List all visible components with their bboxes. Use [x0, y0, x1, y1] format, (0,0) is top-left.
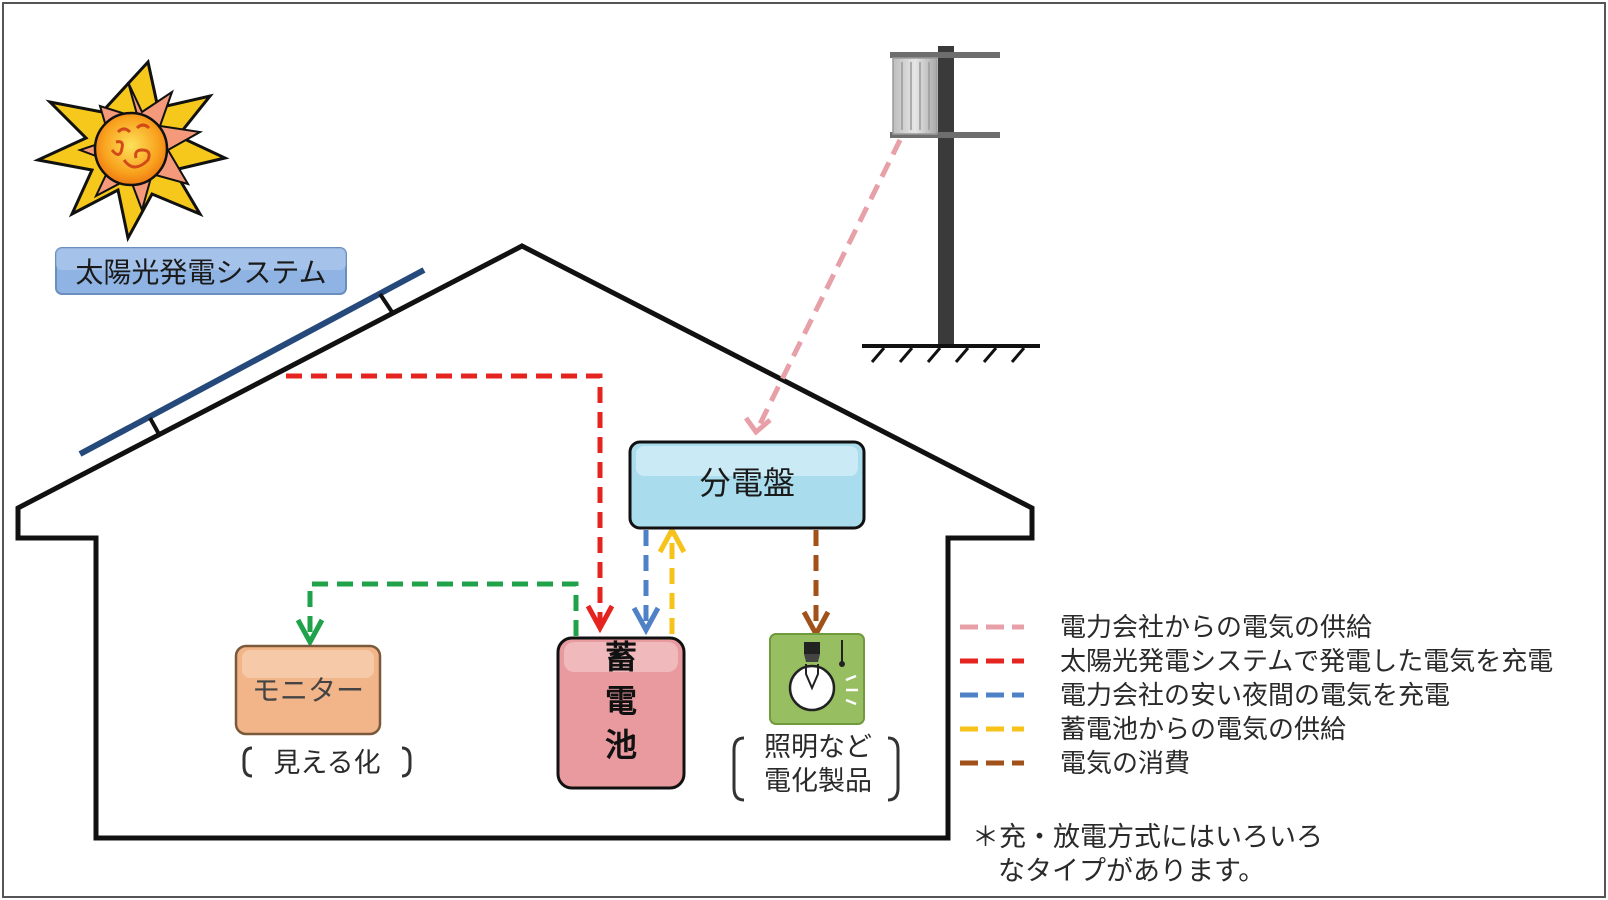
utility-pole-icon	[862, 46, 1040, 363]
roof-solar-panel-icon	[78, 267, 426, 457]
legend-item: 電気の消費	[960, 749, 1190, 779]
sun-icon	[33, 58, 230, 243]
footnote-line1: ＊充・放電方式にはいろいろ	[972, 822, 1323, 853]
legend-label: 電力会社からの電気の供給	[1060, 613, 1372, 643]
appliance-caption-group: 照明など 電化製品	[732, 732, 900, 802]
light-bulb-icon	[788, 640, 858, 712]
monitor-box: モニター	[234, 644, 382, 736]
footnote-line2: なタイプがあります。	[998, 856, 1265, 887]
battery-box: 蓄 電 池	[556, 636, 686, 790]
appliance-caption-line1: 照明など	[764, 732, 872, 763]
legend: 電力会社からの電気の供給 太陽光発電システムで発電した電気を充電 電力会社の安い…	[960, 613, 1553, 779]
house-outline	[15, 243, 1035, 841]
legend-item: 蓄電池からの電気の供給	[960, 715, 1346, 745]
panel-board-box: 分電盤	[628, 440, 866, 530]
legend-label: 太陽光発電システムで発電した電気を充電	[1060, 647, 1553, 677]
legend-label: 電気の消費	[1060, 749, 1190, 779]
solar-system-label: 太陽光発電システム	[75, 256, 326, 289]
battery-label-char-2: 電	[605, 682, 637, 720]
footnote: ＊充・放電方式にはいろいろ なタイプがあります。	[972, 822, 1323, 887]
battery-label-char-1: 蓄	[605, 638, 637, 676]
flow-solar-charge	[286, 373, 615, 634]
appliance-caption-line2: 電化製品	[764, 766, 872, 797]
legend-label: 蓄電池からの電気の供給	[1060, 715, 1346, 745]
flow-night-charge	[631, 530, 661, 636]
flow-grid-supply	[743, 138, 903, 436]
legend-item: 電力会社の安い夜間の電気を充電	[960, 681, 1450, 711]
panel-board-label: 分電盤	[699, 464, 795, 502]
monitor-caption-group: 見える化	[242, 746, 412, 779]
legend-label: 電力会社の安い夜間の電気を充電	[1060, 681, 1450, 711]
monitor-caption: 見える化	[273, 748, 380, 779]
solar-system-label-box: 太陽光発電システム	[55, 247, 347, 295]
legend-item: 太陽光発電システムで発電した電気を充電	[960, 647, 1553, 677]
monitor-label: モニター	[252, 674, 364, 707]
flow-battery-supply	[657, 524, 687, 634]
legend-item: 電力会社からの電気の供給	[960, 613, 1372, 643]
battery-label-char-3: 池	[605, 726, 637, 764]
flow-monitor-link	[295, 581, 579, 648]
